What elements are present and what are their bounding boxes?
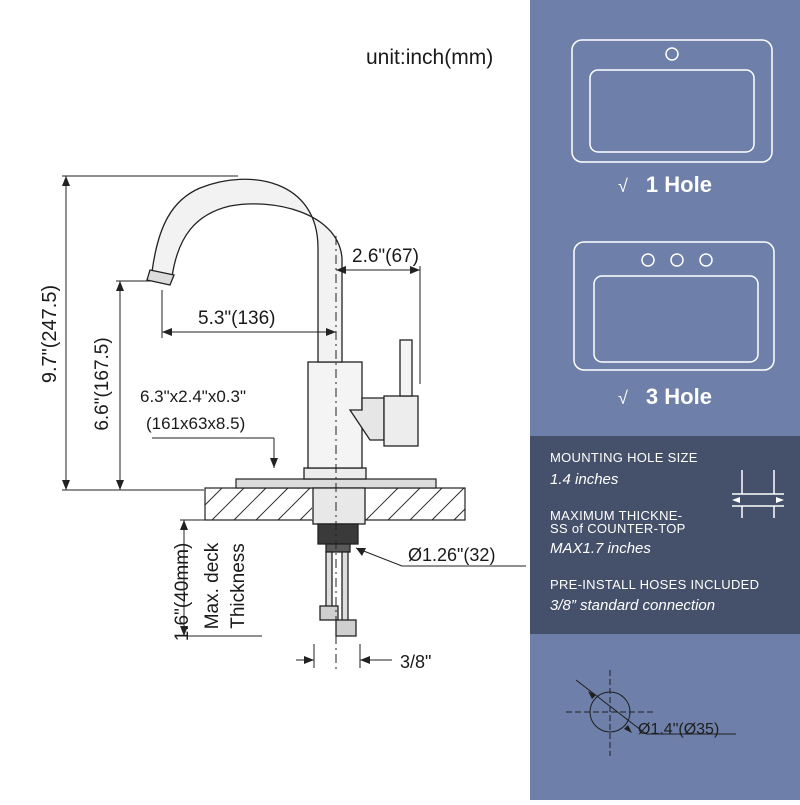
countertop-clamp-icon <box>732 470 784 518</box>
checkbox-checked-icon: √ <box>618 388 628 408</box>
hole-diameter-diagram: Ø1.4"(Ø35) <box>566 670 736 756</box>
max-thickness-title-1: MAXIMUM THICKNE- <box>550 508 683 523</box>
three-hole-label: 3 Hole <box>645 384 712 409</box>
base-plate-size-label: 6.3"x2.4"x0.3" <box>140 387 246 406</box>
faucet-dimension-drawing: unit:inch(mm) <box>39 46 526 672</box>
shank-diameter-label: Ø1.26"(32) <box>408 545 495 565</box>
dimension-arrows <box>62 176 420 664</box>
installation-info-panel: √ 1 Hole √ 3 Hole MOUNTING HOLE SIZE 1.4 i… <box>530 0 800 800</box>
faucet-drawing-svg: unit:inch(mm) <box>39 46 526 672</box>
one-hole-option: √ 1 Hole <box>530 172 800 198</box>
hose-size-label: 3/8" <box>400 652 431 672</box>
mounting-hole-size-title: MOUNTING HOLE SIZE <box>550 450 698 465</box>
dimension-lines <box>62 175 526 668</box>
base-plate-metric-label: (161x63x8.5) <box>146 414 245 433</box>
spout-height-label: 6.6"(167.5) <box>92 337 113 430</box>
max-thickness-title-2: SS of COUNTER-TOP <box>550 521 686 536</box>
deck-thickness-label-1: Max. deck <box>202 542 223 629</box>
units-label: unit:inch(mm) <box>366 46 493 69</box>
max-thickness-value: MAX1.7 inches <box>550 540 651 557</box>
total-height-label: 9.7"(247.5) <box>39 285 61 383</box>
three-hole-option: √ 3 Hole <box>530 384 800 410</box>
handle-offset-label: 2.6"(67) <box>352 246 419 267</box>
hole-diameter-label: Ø1.4"(Ø35) <box>638 721 719 738</box>
sink-diagrams-svg <box>571 39 775 371</box>
three-hole-sink-diagram <box>573 241 775 371</box>
specifications-box: MOUNTING HOLE SIZE 1.4 inches MAXIMUM TH… <box>530 436 800 634</box>
one-hole-label: 1 Hole <box>645 172 712 197</box>
spout-reach-label: 5.3"(136) <box>198 308 276 329</box>
hoses-included-value: 3/8” standard connection <box>550 597 716 614</box>
deck-thickness-label-2: Thickness <box>228 543 249 629</box>
one-hole-sink-diagram <box>571 39 773 163</box>
checkbox-checked-icon: √ <box>618 176 628 196</box>
deck-thickness-value: 1.6"(40mm) <box>172 543 193 642</box>
faucet-body <box>146 178 419 637</box>
mounting-hole-size-value: 1.4 inches <box>550 471 619 488</box>
hoses-included-title: PRE-INSTALL HOSES INCLUDED <box>550 577 760 592</box>
